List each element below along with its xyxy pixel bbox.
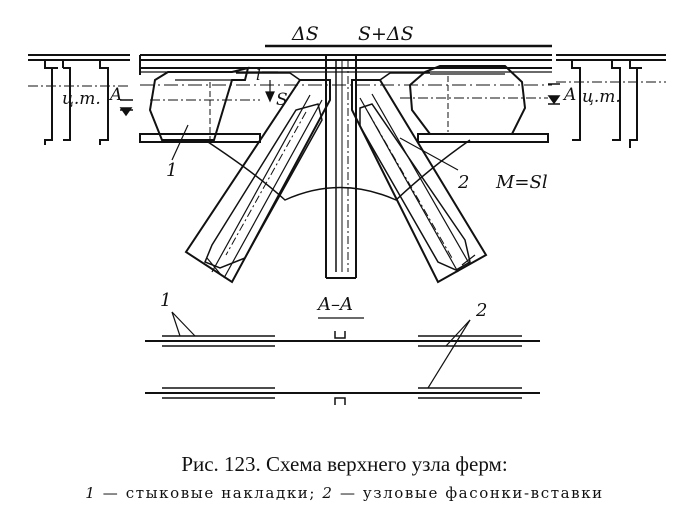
- label-part1-top: 1: [166, 160, 177, 181]
- legend-num-2: 2: [322, 484, 334, 502]
- label-cg-right: ц.т.: [582, 87, 621, 107]
- left-diagonal: [184, 79, 331, 284]
- label-l: l: [256, 66, 261, 84]
- label-a-left: A: [108, 85, 122, 105]
- legend-text-2: — узловые фасонки-вставки: [339, 484, 604, 502]
- right-end-section: [556, 54, 666, 148]
- left-a-arrow: [119, 99, 133, 117]
- figure-caption-title: Рис. 123. Схема верхнего узла ферм:: [181, 452, 508, 476]
- label-part1-bottom: 1: [160, 290, 171, 311]
- label-moment: M=Sl: [495, 172, 548, 193]
- label-delta-s: ΔS: [291, 23, 319, 45]
- left-end-section: [28, 54, 130, 145]
- left-chord-section: [139, 66, 261, 143]
- right-a-arrow: [547, 83, 561, 105]
- legend-num-1: 1: [85, 484, 97, 502]
- central-post: [325, 55, 357, 279]
- right-chord-section: [400, 65, 549, 143]
- label-part2-top: 2: [457, 172, 469, 193]
- label-section: A–A: [316, 294, 353, 315]
- section-view: [145, 311, 540, 405]
- gusset-arc: [204, 139, 471, 201]
- label-a-right: A: [562, 85, 576, 105]
- label-part2-bottom: 2: [475, 300, 487, 321]
- label-s-plus-delta-s: S+ΔS: [358, 23, 414, 45]
- dimension-s: [262, 71, 278, 103]
- legend-text-1: — стыковые накладки;: [102, 484, 317, 502]
- leader-part1: [171, 124, 189, 161]
- top-chord: [139, 44, 552, 86]
- label-s: S: [276, 90, 288, 110]
- top-plates: [236, 72, 430, 81]
- figure-caption-legend: 1 — стыковые накладки; 2 — узловые фасон…: [0, 484, 689, 502]
- leader-part2: [399, 137, 459, 171]
- truss-node-diagram: ΔS S+ΔS l S A A ц.т. ц.т. 1 2 M=Sl A–A 1…: [28, 23, 666, 405]
- label-cg-left: ц.т.: [62, 89, 101, 109]
- right-diagonal: [351, 79, 488, 284]
